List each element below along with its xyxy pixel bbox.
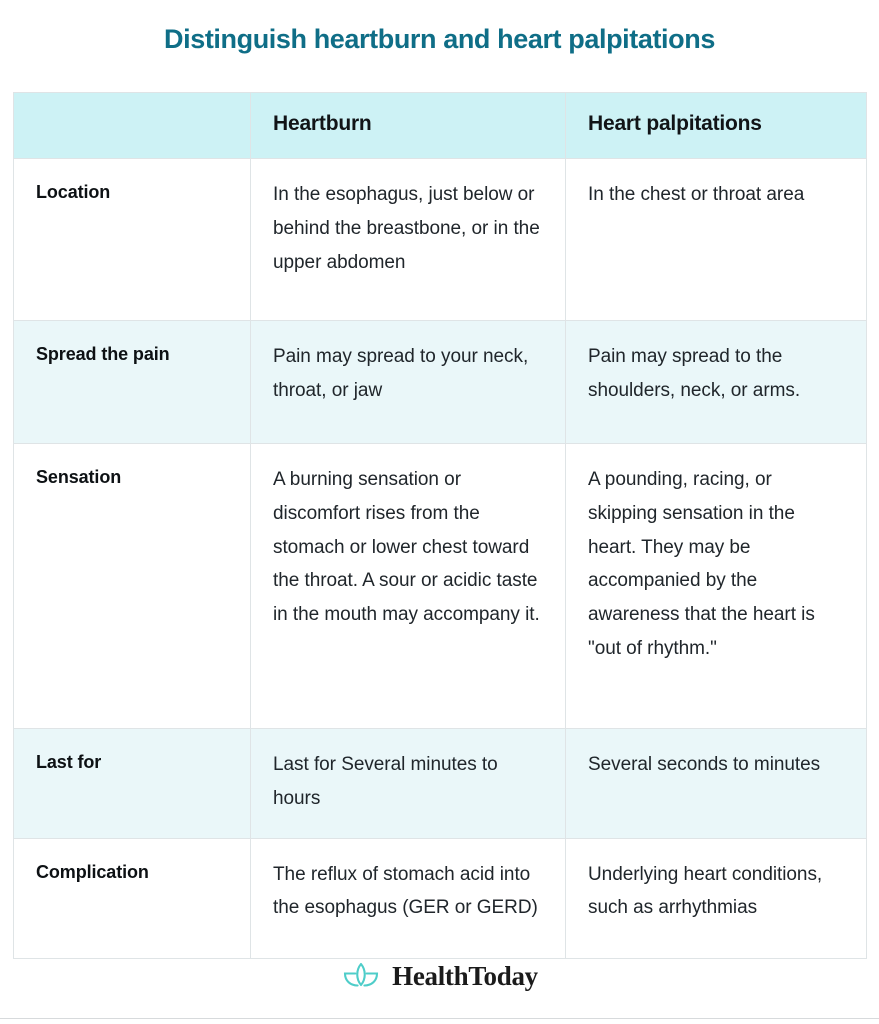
cell-spread-the-pain-heartburn: Pain may spread to your neck, throat, or… xyxy=(250,320,566,444)
table-body: Location In the esophagus, just below or… xyxy=(13,158,867,959)
cell-sensation-palpitations: A pounding, racing, or skipping sensatio… xyxy=(565,443,867,729)
brand-name: HealthToday xyxy=(392,960,538,991)
table-row: Sensation A burning sensation or discomf… xyxy=(13,443,867,729)
row-label-spread-the-pain: Spread the pain xyxy=(13,320,251,444)
table-row: Spread the pain Pain may spread to your … xyxy=(13,320,867,444)
lotus-icon xyxy=(344,962,379,987)
cell-complication-heartburn: The reflux of stomach acid into the esop… xyxy=(250,837,566,959)
column-header-heartburn: Heartburn xyxy=(250,92,566,159)
cell-sensation-heartburn: A burning sensation or discomfort rises … xyxy=(250,443,566,729)
row-label-location: Location xyxy=(13,158,251,321)
table-header-row: Heartburn Heart palpitations xyxy=(13,92,867,159)
column-header-attribute xyxy=(13,92,251,159)
footer-divider xyxy=(0,1018,879,1019)
comparison-table: Heartburn Heart palpitations Location In… xyxy=(13,92,867,959)
cell-last-for-palpitations: Several seconds to minutes xyxy=(565,728,867,839)
column-header-palpitations: Heart palpitations xyxy=(565,92,867,159)
row-label-sensation: Sensation xyxy=(13,443,251,729)
table-row: Complication The reflux of stomach acid … xyxy=(13,837,867,959)
brand-logo: HealthToday xyxy=(0,960,879,992)
row-label-last-for: Last for xyxy=(13,728,251,839)
table-row: Location In the esophagus, just below or… xyxy=(13,158,867,321)
row-label-complication: Complication xyxy=(13,837,251,959)
page-title: Distinguish heartburn and heart palpitat… xyxy=(164,24,715,54)
table-row: Last for Last for Several minutes to hou… xyxy=(13,728,867,839)
cell-location-heartburn: In the esophagus, just below or behind t… xyxy=(250,158,566,321)
cell-complication-palpitations: Underlying heart conditions, such as arr… xyxy=(565,837,867,959)
table-header: Heartburn Heart palpitations xyxy=(13,92,867,159)
cell-last-for-heartburn: Last for Several minutes to hours xyxy=(250,728,566,839)
cell-spread-the-pain-palpitations: Pain may spread to the shoulders, neck, … xyxy=(565,320,867,444)
cell-location-palpitations: In the chest or throat area xyxy=(565,158,867,321)
